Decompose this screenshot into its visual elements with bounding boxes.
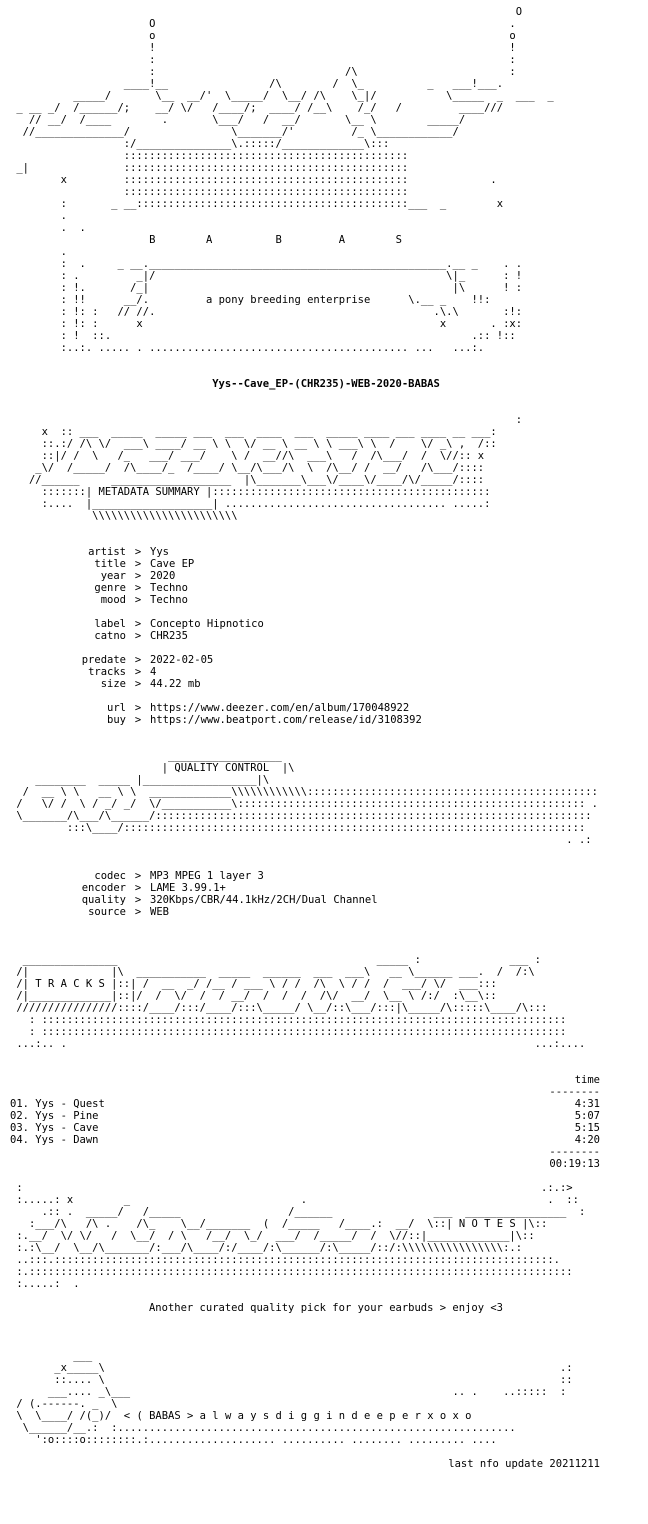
quality-codec-row: codec>MP3 MPEG 1 layer 3 (94, 870, 264, 882)
meta-year-row: year>2020 (100, 570, 176, 582)
quality-header-art: __________________ | QUALITY CONTROL |\ … (16, 750, 598, 846)
metadata-section-title: METADATA SUMMARY (98, 486, 200, 498)
quality-source-row: source>WEB (88, 906, 169, 918)
meta-predate-row: predate>2022-02-05 (81, 654, 214, 666)
tracks-time-rule: -------- (549, 1086, 600, 1098)
tracks-time-header: time (574, 1074, 600, 1086)
quality-quality-row: quality>320Kbps/CBR/44.1kHz/2CH/Dual Cha… (81, 894, 378, 906)
banner-frame-art: . : . _ __._____________________________… (60, 246, 523, 354)
meta-catno-row: catno>CHR235 (94, 630, 188, 642)
quality-section-title: QUALITY CONTROL (174, 762, 270, 774)
notes-section-title: N O T E S (458, 1218, 516, 1230)
meta-buy-row: buy>https://www.beatport.com/release/id/… (107, 714, 422, 726)
footer-art-bottom: \______/__.: :..........................… (22, 1422, 516, 1446)
tracks-section-title: T R A C K S (35, 978, 105, 990)
total-time: 00:19:13 (549, 1158, 600, 1170)
beatport-link: https://www.beatport.com/release/id/3108… (150, 714, 422, 726)
footer-art: ___ _x_____\ .: ::.... \ :: ___.... _\ (16, 1350, 573, 1410)
deezer-link: https://www.deezer.com/en/album/17004892… (150, 702, 410, 714)
release-title: Yys--Cave_EP-(CHR235)-WEB-2020-BABAS (212, 378, 440, 390)
metadata-header-art: : x :: ___ _____ _____ ___ ___ ____ ___ … (28, 414, 523, 522)
meta-label-row: label>Concepto Hipnotico (94, 618, 264, 630)
footer-slogan: < ( BABAS > a l w a y s d i g g i n d e … (123, 1410, 472, 1422)
notes-header-art: : .:.:> :.....: x _ . . :: .:: . _____/ (16, 1182, 586, 1290)
notes-text: Another curated quality pick for your ea… (148, 1302, 503, 1314)
meta-url-row: url>https://www.deezer.com/en/album/1700… (107, 702, 410, 714)
meta-title-row: title>Cave EP (94, 558, 195, 570)
meta-tracks-row: tracks>4 (88, 666, 157, 678)
meta-artist-row: artist>Yys (88, 546, 169, 558)
quality-encoder-row: encoder>LAME 3.99.1+ (81, 882, 226, 894)
meta-size-row: size>44.22 mb (100, 678, 201, 690)
header-ascii-art: O O . o o ! (16, 6, 554, 234)
total-time-rule: -------- (549, 1146, 600, 1158)
footer-slogan-row: \ \____/ /(_)/ < ( BABAS > a l w a y s d… (10, 1410, 472, 1422)
last-update: last nfo update 20211211 (448, 1458, 600, 1470)
tagline: a pony breeding enterprise (205, 294, 371, 306)
meta-genre-row: genre>Techno (94, 582, 188, 594)
banner-letters: B A B A S (149, 234, 402, 246)
tracks-header-art: _______________ _____ : ___ : /| |\ ____… (16, 954, 586, 1050)
meta-mood-row: mood>Techno (100, 594, 188, 606)
